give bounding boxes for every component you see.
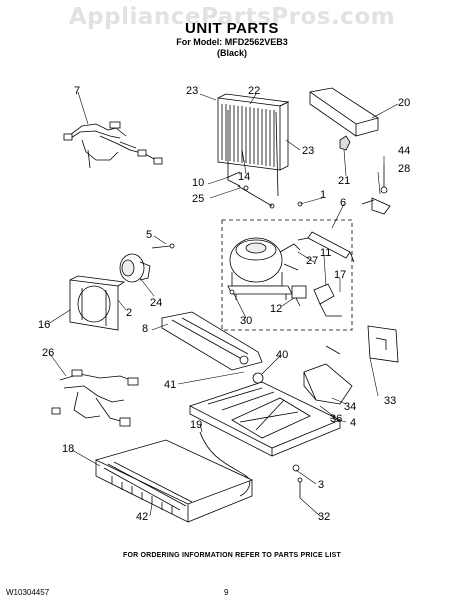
ordering-note: FOR ORDERING INFORMATION REFER TO PARTS … [122,552,342,559]
callout-16: 16 [38,319,50,331]
lower-condenser [94,439,254,523]
callout-30: 30 [240,315,252,327]
wire-raceway [161,311,263,371]
callout-32: 32 [318,511,330,523]
clip-part [339,135,351,151]
document-number: W10304457 [6,588,50,597]
condenser-bracket [308,87,379,137]
bracket-40 [252,372,264,384]
wire-harness-top [63,121,163,169]
callout-8: 8 [142,323,148,335]
compressor [227,237,301,300]
callout-12: 12 [270,303,282,315]
condenser-coil [217,93,290,197]
machine-compartment-base [188,381,341,457]
compressor-assembly-box [221,219,353,331]
side-bracket [303,345,353,405]
callout-33: 33 [384,395,396,407]
page-number: 9 [224,588,229,597]
screw-3 [292,464,300,472]
callout-10: 10 [192,177,204,189]
callout-26: 26 [42,347,54,359]
callout-41: 41 [164,379,176,391]
rear-access-cover [367,325,399,363]
callout-1: 1 [320,189,326,201]
callout-11: 11 [320,247,331,259]
callout-44: 44 [398,145,410,157]
refrigerant-tube [199,431,251,497]
callout-23-right: 23 [302,145,314,157]
grommet-30 [229,289,235,295]
callout-19: 19 [190,419,202,431]
callout-2: 2 [126,307,132,319]
callout-6: 6 [340,197,346,209]
filter-drier [297,231,355,263]
callout-4: 4 [350,417,356,429]
page-title: UNIT PARTS [185,20,279,37]
callout-28: 28 [398,163,410,175]
callout-25: 25 [192,193,204,205]
callout-36: 36 [330,413,342,425]
callout-27: 27 [306,255,318,267]
callout-20: 20 [398,97,410,109]
callout-21: 21 [338,175,350,187]
temperature-sensor [361,164,391,215]
leader-lines [47,91,399,517]
start-relay [313,283,342,317]
model-line: For Model: MFD2562VEB3 [176,37,288,47]
callout-5: 5 [146,229,152,241]
callout-17: 17 [334,269,346,281]
callout-40: 40 [276,349,288,361]
callout-34: 34 [344,401,356,413]
color-line: (Black) [216,48,247,58]
condenser-fan-motor [119,243,175,283]
relay-connector [291,285,307,307]
callout-22: 22 [248,85,260,97]
callout-labels: 7 23 22 20 23 14 10 21 25 44 28 1 6 5 24… [38,85,410,523]
fan-shroud [69,275,126,331]
callout-18: 18 [62,443,74,455]
callout-42: 42 [136,511,148,523]
callout-7: 7 [74,85,80,97]
watermark: AppliancePartsPros.com [68,4,396,30]
wire-harness-bottom [51,369,139,427]
callout-14: 14 [238,171,250,183]
callout-3: 3 [318,479,324,491]
callout-23-top: 23 [186,85,198,97]
callout-24: 24 [150,297,162,309]
